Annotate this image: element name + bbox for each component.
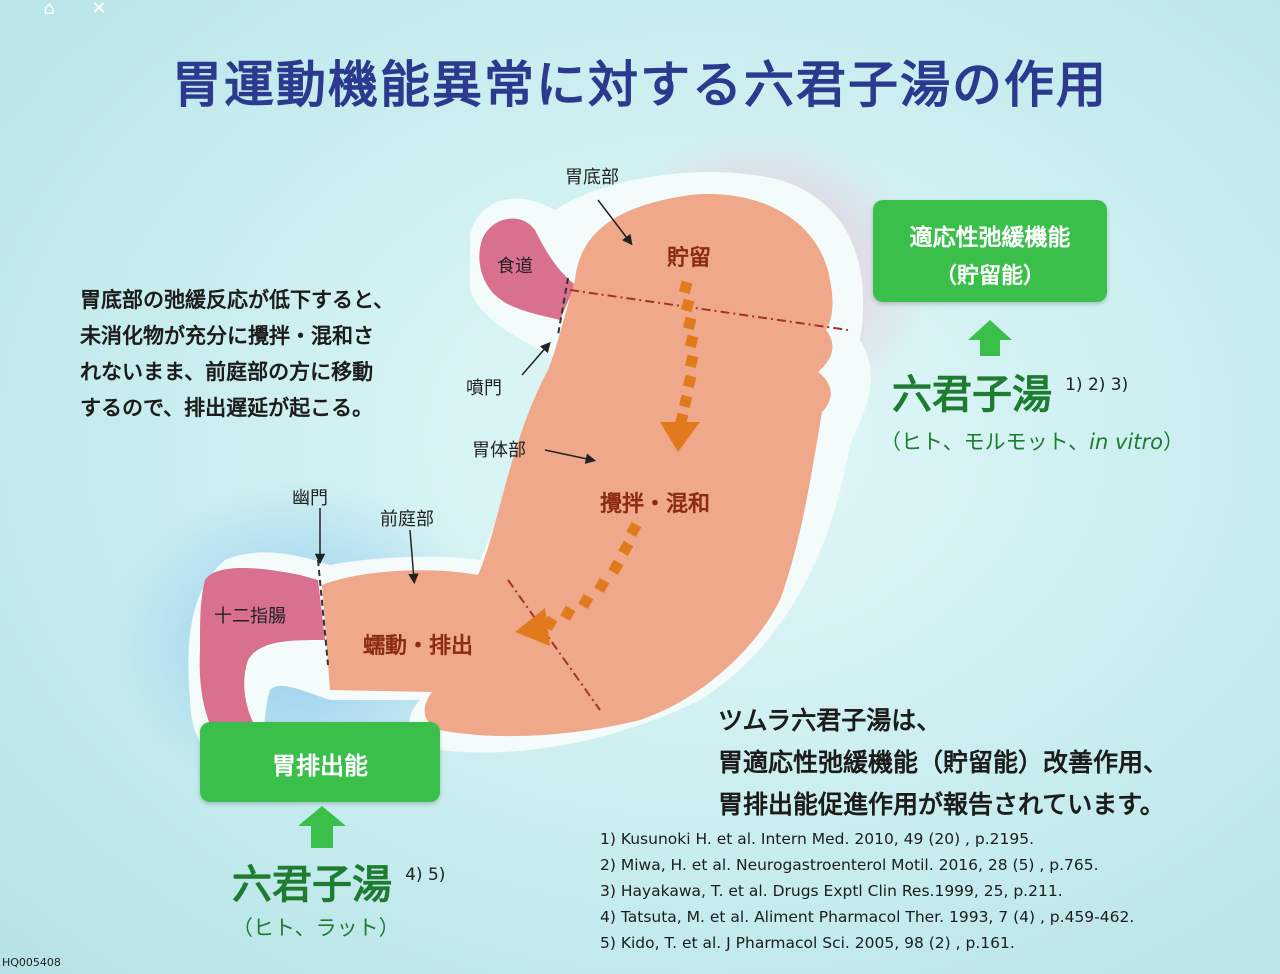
esophagus-shape <box>479 218 575 320</box>
viewer-toolbar: ⌂ ✕ <box>0 0 1280 22</box>
slide-code: HQ005408 <box>2 956 61 969</box>
accommodation-box: 適応性弛緩機能 （貯留能） <box>873 200 1107 302</box>
close-icon[interactable]: ✕ <box>91 0 107 19</box>
emptying-box: 胃排出能 <box>200 722 440 802</box>
slide-title: 胃運動機能異常に対する六君子湯の作用 <box>172 56 1108 114</box>
label-esophagus: 食道 <box>497 256 533 277</box>
label-body: 胃体部 <box>472 440 526 461</box>
label-duodenum: 十二指腸 <box>214 606 286 627</box>
flow-arrow <box>515 280 700 646</box>
summary: ツムラ六君子湯は、 胃適応性弛緩機能（貯留能）改善作用、 胃排出能促進作用が報告… <box>718 706 1169 819</box>
label-antrum: 前庭部 <box>380 509 434 530</box>
herb-right: 六君子湯 1) 2) 3) <box>892 372 1129 418</box>
label-storage: 貯留 <box>667 246 712 271</box>
herb-left-subjects: （ヒト、ラット） <box>232 916 400 940</box>
duodenum-shape <box>199 568 325 745</box>
label-pylorus: 幽門 <box>292 488 328 509</box>
references: 1) Kusunoki H. et al. Intern Med. 2010, … <box>600 830 1135 952</box>
label-fundus: 胃底部 <box>565 167 619 188</box>
home-icon[interactable]: ⌂ <box>43 0 55 19</box>
label-mixing: 攪拌・混和 <box>600 492 711 517</box>
description: 胃底部の弛緩反応が低下すると、 未消化物が充分に攪拌・混和さ れないまま、前庭部… <box>80 288 395 420</box>
label-cardia: 噴門 <box>466 378 502 399</box>
label-peristalsis: 蠕動・排出 <box>363 634 474 659</box>
stomach-shape <box>322 194 833 737</box>
herb-right-subjects: （ヒト、モルモット、in vitro） <box>880 430 1184 454</box>
herb-left: 六君子湯 4) 5) <box>232 862 446 908</box>
